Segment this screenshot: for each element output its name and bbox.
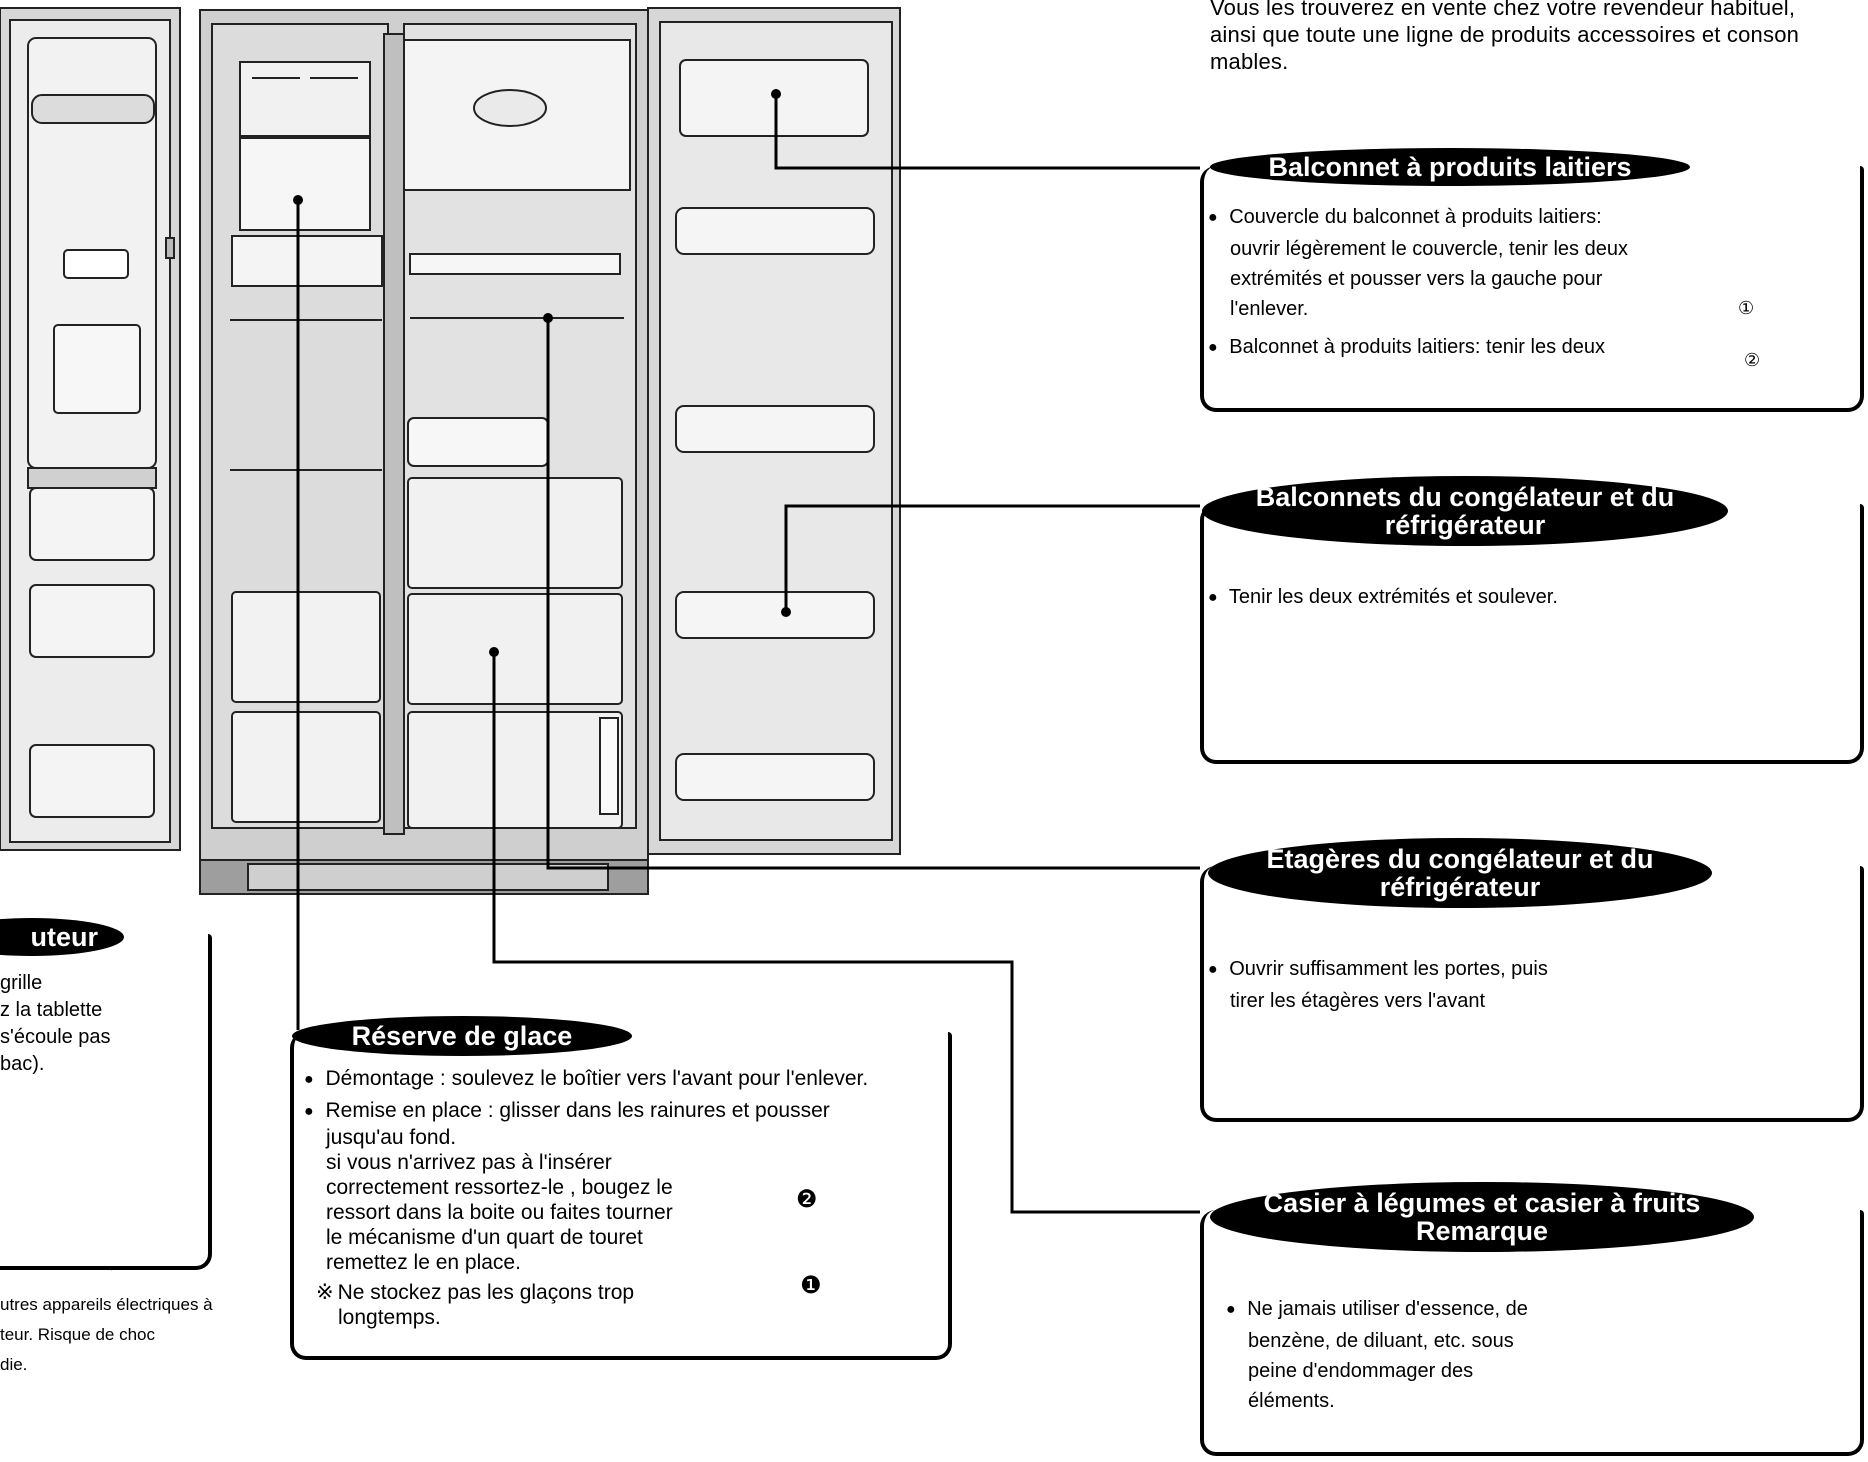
door-bins-item-1: Tenir les deux extrémités et soulever. (1208, 582, 1558, 614)
door-bins-title-text: Balconnets du congélateur et du (1255, 482, 1675, 512)
figure-marker: ❷ (796, 1186, 818, 1213)
shelves-title-text: Étagères du congélateur et du (1266, 844, 1654, 874)
fridge-door (647, 7, 901, 855)
text-line: Ne jamais utiliser d'essence, de (1247, 1298, 1528, 1320)
text-line: éléments. (1248, 1390, 1335, 1412)
crispers-item-1: Ne jamais utiliser d'essence, de benzène… (1226, 1294, 1528, 1416)
text-line: z la tablette (0, 999, 103, 1021)
ice-item-2: Remise en place : glisser dans les rainu… (304, 1098, 830, 1275)
left-cut-title: uteur (0, 918, 124, 956)
text-line: s'écoule pas (0, 1026, 111, 1048)
ice-item-1: Démontage : soulevez le boîtier vers l'a… (304, 1064, 869, 1096)
left-cut-panel (0, 934, 212, 1270)
shelves-title-text: réfrigérateur (1379, 872, 1541, 902)
text-line: bac). (0, 1053, 45, 1075)
intro-line: Vous les trouverez en vente chez votre r… (1210, 0, 1796, 20)
left-cut-text: grille z la tablette s'écoule pas bac). (0, 970, 111, 1078)
door-bins-title: Balconnets du congélateur et du réfrigér… (1202, 476, 1728, 546)
shelves-title: Étagères du congélateur et du réfrigérat… (1208, 838, 1712, 908)
ice-title-text: Réserve de glace (351, 1021, 573, 1051)
text-line: Ouvrir suffisamment les portes, puis (1229, 958, 1548, 980)
text-line: le mécanisme d'un quart de touret (326, 1226, 643, 1249)
door-bins-title-text: réfrigérateur (1384, 510, 1546, 540)
dairy-item-2: Balconnet à produits laitiers: tenir les… (1208, 332, 1638, 364)
text-line: Ne stockez pas les glaçons trop (337, 1281, 635, 1304)
text-line: remettez le en place. (326, 1251, 521, 1274)
text-line: correctement ressortez-le , bougez le (326, 1176, 673, 1199)
figure-marker: ❶ (800, 1272, 822, 1299)
dairy-item-1: Couvercle du balconnet à produits laitie… (1208, 202, 1668, 324)
ice-note: ※Ne stockez pas les glaçons trop longtem… (316, 1280, 634, 1330)
shelves-item-1: Ouvrir suffisamment les portes, puis tir… (1208, 954, 1548, 1016)
text-line: si vous n'arrivez pas à l'insérer (326, 1151, 612, 1174)
crispers-title: Casier à légumes et casier à fruits Rema… (1210, 1182, 1754, 1252)
text-line: ressort dans la boite ou faites tourner (326, 1201, 673, 1224)
text-line: Couvercle du balconnet à produits laitie… (1229, 206, 1602, 228)
text-line: tirer les étagères vers l'avant (1230, 990, 1486, 1012)
text-line: Remise en place : glisser dans les rainu… (325, 1099, 830, 1122)
figure-marker: ① (1738, 298, 1755, 318)
left-cut-warning: utres appareils électriques à teur. Risq… (0, 1290, 213, 1380)
text-line: Tenir les deux extrémités et soulever. (1228, 586, 1558, 608)
text-line: peine d'endommager des (1248, 1360, 1474, 1382)
callout-lines (296, 94, 1200, 1214)
text-line: die. (0, 1355, 28, 1374)
crispers-title-text: Casier à légumes et casier à fruits (1263, 1188, 1701, 1218)
freezer-door (0, 7, 181, 851)
dairy-title-text: Balconnet à produits laitiers (1268, 152, 1632, 182)
crispers-title-text: Remarque (1415, 1216, 1549, 1246)
figure-marker: ② (1744, 350, 1761, 370)
text-line: longtemps. (338, 1306, 441, 1329)
ice-title: Réserve de glace (292, 1016, 632, 1056)
text-line: benzène, de diluant, etc. sous (1248, 1330, 1514, 1352)
text-line: utres appareils électriques à (0, 1295, 213, 1314)
text-line: l'enlever. (1230, 298, 1309, 320)
text-line: teur. Risque de choc (0, 1325, 155, 1344)
left-cut-title-text: uteur (30, 922, 99, 952)
text-line: extrémités et pousser vers la gauche pou… (1230, 268, 1603, 290)
door-bins-panel (1200, 504, 1864, 764)
text-line: grille (0, 972, 43, 994)
text-line: jusqu'au fond. (326, 1126, 457, 1149)
fridge-cabinet (199, 9, 649, 895)
text-line: ouvrir légèrement le couvercle, tenir le… (1230, 238, 1628, 260)
text-line: Balconnet à produits laitiers: tenir les… (1229, 336, 1605, 358)
note-mark: ※ (316, 1281, 334, 1304)
intro-line: mables. (1210, 49, 1289, 74)
intro-paragraph: Vous les trouverez en vente chez votre r… (1210, 0, 1868, 75)
intro-line: ainsi que toute une ligne de produits ac… (1210, 22, 1800, 47)
text-line: Démontage : soulevez le boîtier vers l'a… (325, 1067, 869, 1090)
callout-dots (293, 89, 791, 657)
dairy-title: Balconnet à produits laitiers (1210, 148, 1690, 186)
